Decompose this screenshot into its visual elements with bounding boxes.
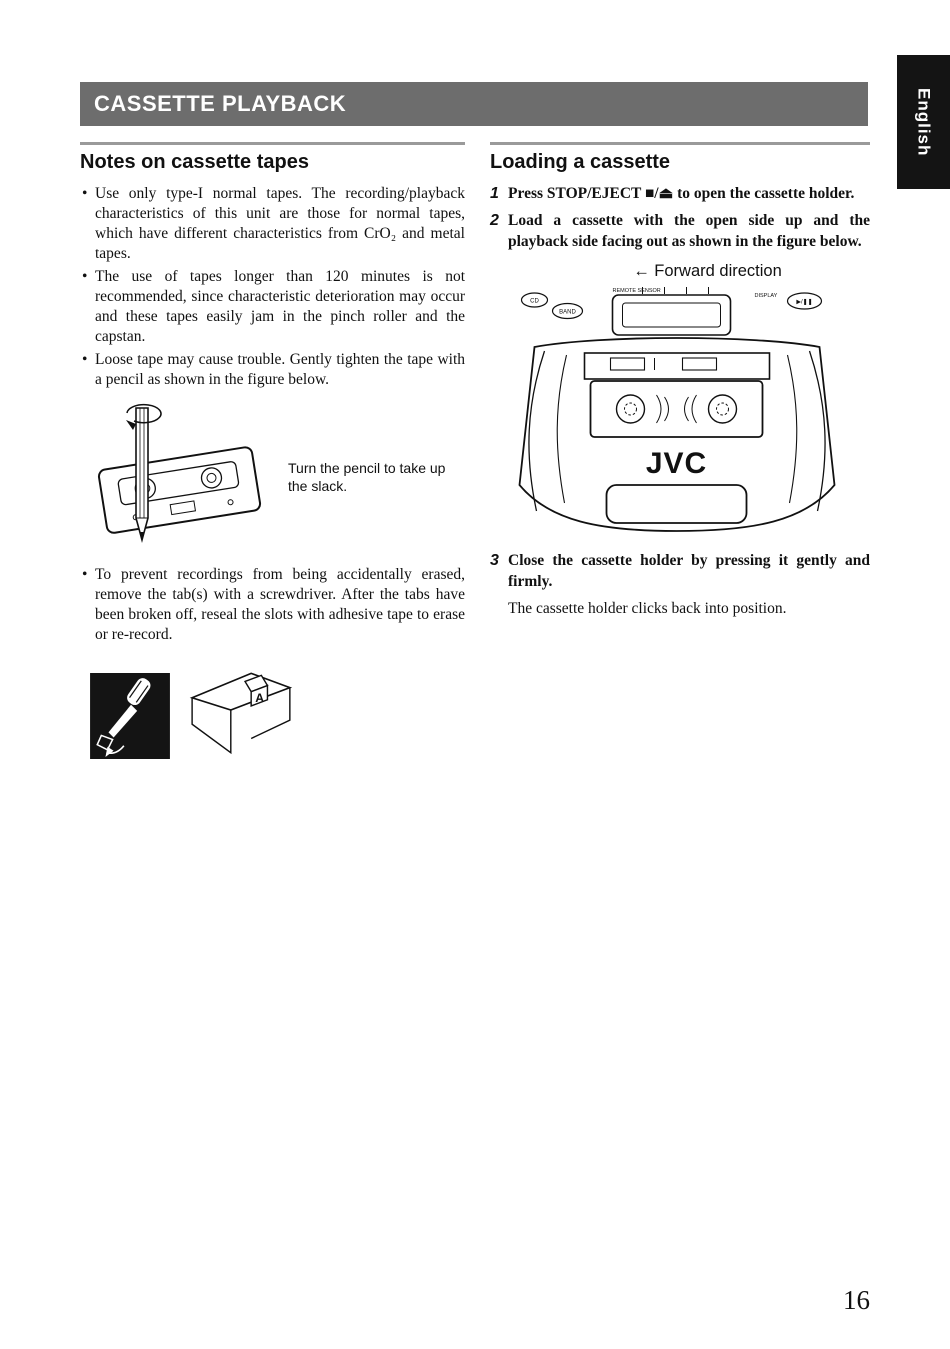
screwdriver-tab-illustration [90, 672, 170, 759]
pencil-figure-caption: Turn the pencil to take up the slack. [288, 460, 446, 495]
bullet-loose-tape: Loose tape may cause trouble. Gently tig… [80, 350, 465, 390]
cassette-corner-tape-illustration: A [189, 672, 293, 754]
step-3-number: 3 [490, 552, 499, 570]
band-button-label: BAND [559, 310, 576, 316]
bullet-tape-length: The use of tapes longer than 120 minutes… [80, 267, 465, 347]
step-3-text: Close the cassette holder by pressing it… [508, 552, 870, 590]
rotate-arrow [126, 403, 162, 430]
left-column: Notes on cassette tapes Use only type-I … [80, 142, 465, 759]
cassette-in-holder [589, 380, 764, 439]
cassette-holder [583, 352, 771, 381]
step-3-subtext: The cassette holder clicks back into pos… [508, 600, 787, 618]
page-header-bar: CASSETTE PLAYBACK [80, 82, 868, 126]
right-column-heading: Loading a cassette [490, 151, 671, 173]
step-1: 1 Press STOP/EJECT ■/⏏ to open the casse… [490, 184, 870, 204]
language-tab-label: English [914, 87, 934, 157]
bottom-door [605, 484, 748, 525]
remote-sensor-label: REMOTE SENSOR [613, 288, 661, 294]
boombox-top-controls: CD BAND REMOTE SENSOR DISPLAY ▶/❚❚ [520, 287, 823, 337]
pencil-cassette-illustration [97, 403, 262, 543]
adhesive-tape-label: A [255, 691, 264, 705]
step-2-number: 2 [490, 212, 499, 230]
pencil [135, 407, 149, 543]
bullet-erase-protection: To prevent recordings from being acciden… [80, 565, 465, 645]
boombox-illustration: CD BAND REMOTE SENSOR DISPLAY ▶/❚❚ [518, 287, 836, 533]
right-column: Loading a cassette 1 Press STOP/EJECT ■/… [490, 142, 870, 620]
step-2: 2 Load a cassette with the open side up … [490, 211, 870, 252]
language-tab: English [897, 55, 950, 189]
cassette-body [97, 446, 262, 534]
pencil-cassette-figure: Turn the pencil to take up the slack. [80, 400, 465, 555]
right-column-rule [490, 142, 870, 145]
boombox-figure: CD BAND REMOTE SENSOR DISPLAY ▶/❚❚ [502, 285, 870, 535]
play-pause-button-label: ▶/❚❚ [796, 299, 812, 306]
step-3: 3 Close the cassette holder by pressing … [490, 551, 870, 592]
left-column-rule [80, 142, 465, 145]
bullet-normal-tapes: Use only type-I normal tapes. The record… [80, 184, 465, 264]
cd-button-label: CD [530, 299, 539, 305]
step-1-text: Press STOP/EJECT ■/⏏ to open the cassett… [508, 185, 855, 202]
page-number: 16 [843, 1285, 870, 1315]
left-column-heading: Notes on cassette tapes [80, 151, 309, 173]
page-title: CASSETTE PLAYBACK [94, 91, 347, 116]
step-2-text: Load a cassette with the open side up an… [508, 212, 870, 250]
tab-removal-figures: A [90, 663, 465, 759]
forward-direction-label: ← Forward direction [633, 262, 782, 281]
display-button-label: DISPLAY [755, 293, 778, 299]
jvc-logo: JVC [646, 447, 707, 480]
step-1-number: 1 [490, 185, 499, 202]
